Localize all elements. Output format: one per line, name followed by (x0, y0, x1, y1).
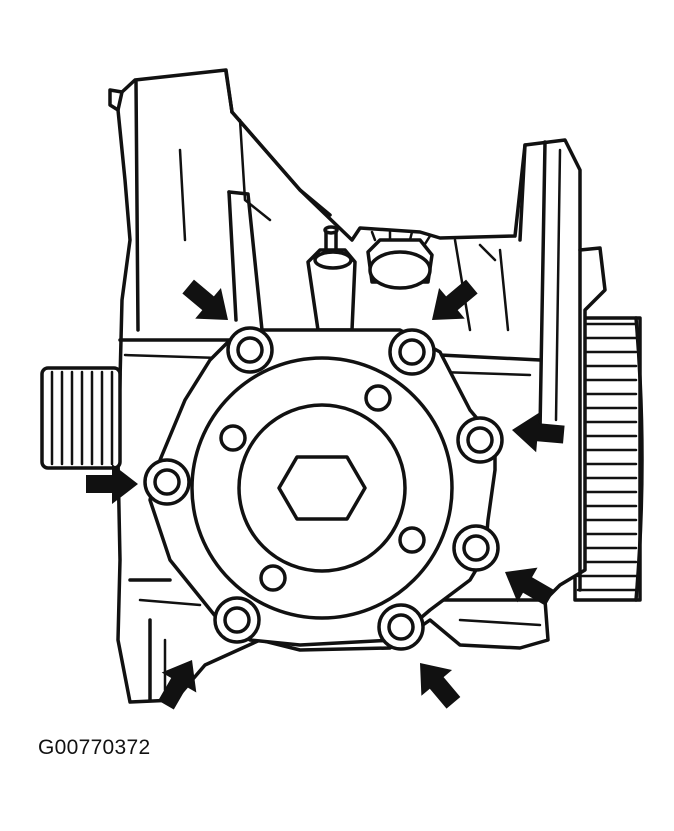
bolt-head (143, 458, 191, 506)
figure-id-label: G00770372 (38, 736, 151, 759)
bolt-head (226, 326, 274, 374)
callout-arrow (505, 567, 555, 606)
breather-fitting (306, 225, 357, 332)
cover-bolts (143, 326, 504, 651)
bolt-head (456, 416, 504, 464)
callout-arrow (512, 412, 565, 453)
callout-arrow (420, 663, 461, 709)
bolt-head (377, 603, 425, 651)
gear-edge (634, 316, 644, 602)
bolt-head (452, 524, 500, 572)
hex-nut (277, 455, 367, 521)
bolt-head (213, 596, 261, 644)
pinion-spline-stub (40, 366, 122, 470)
flange-hole (219, 424, 247, 452)
ring-gear (573, 316, 644, 602)
callout-arrows (86, 279, 565, 710)
callout-arrow (86, 464, 138, 504)
callout-arrow (182, 279, 228, 320)
flange-holes (219, 384, 426, 592)
flange-hole (398, 526, 426, 554)
flange-hole (364, 384, 392, 412)
flange-hole (259, 564, 287, 592)
housing-contours (108, 70, 582, 702)
bolt-head (388, 328, 436, 376)
differential-housing-diagram (40, 68, 644, 710)
callout-arrow (158, 660, 197, 710)
callout-arrow (432, 279, 478, 320)
fill-plug (366, 230, 434, 290)
